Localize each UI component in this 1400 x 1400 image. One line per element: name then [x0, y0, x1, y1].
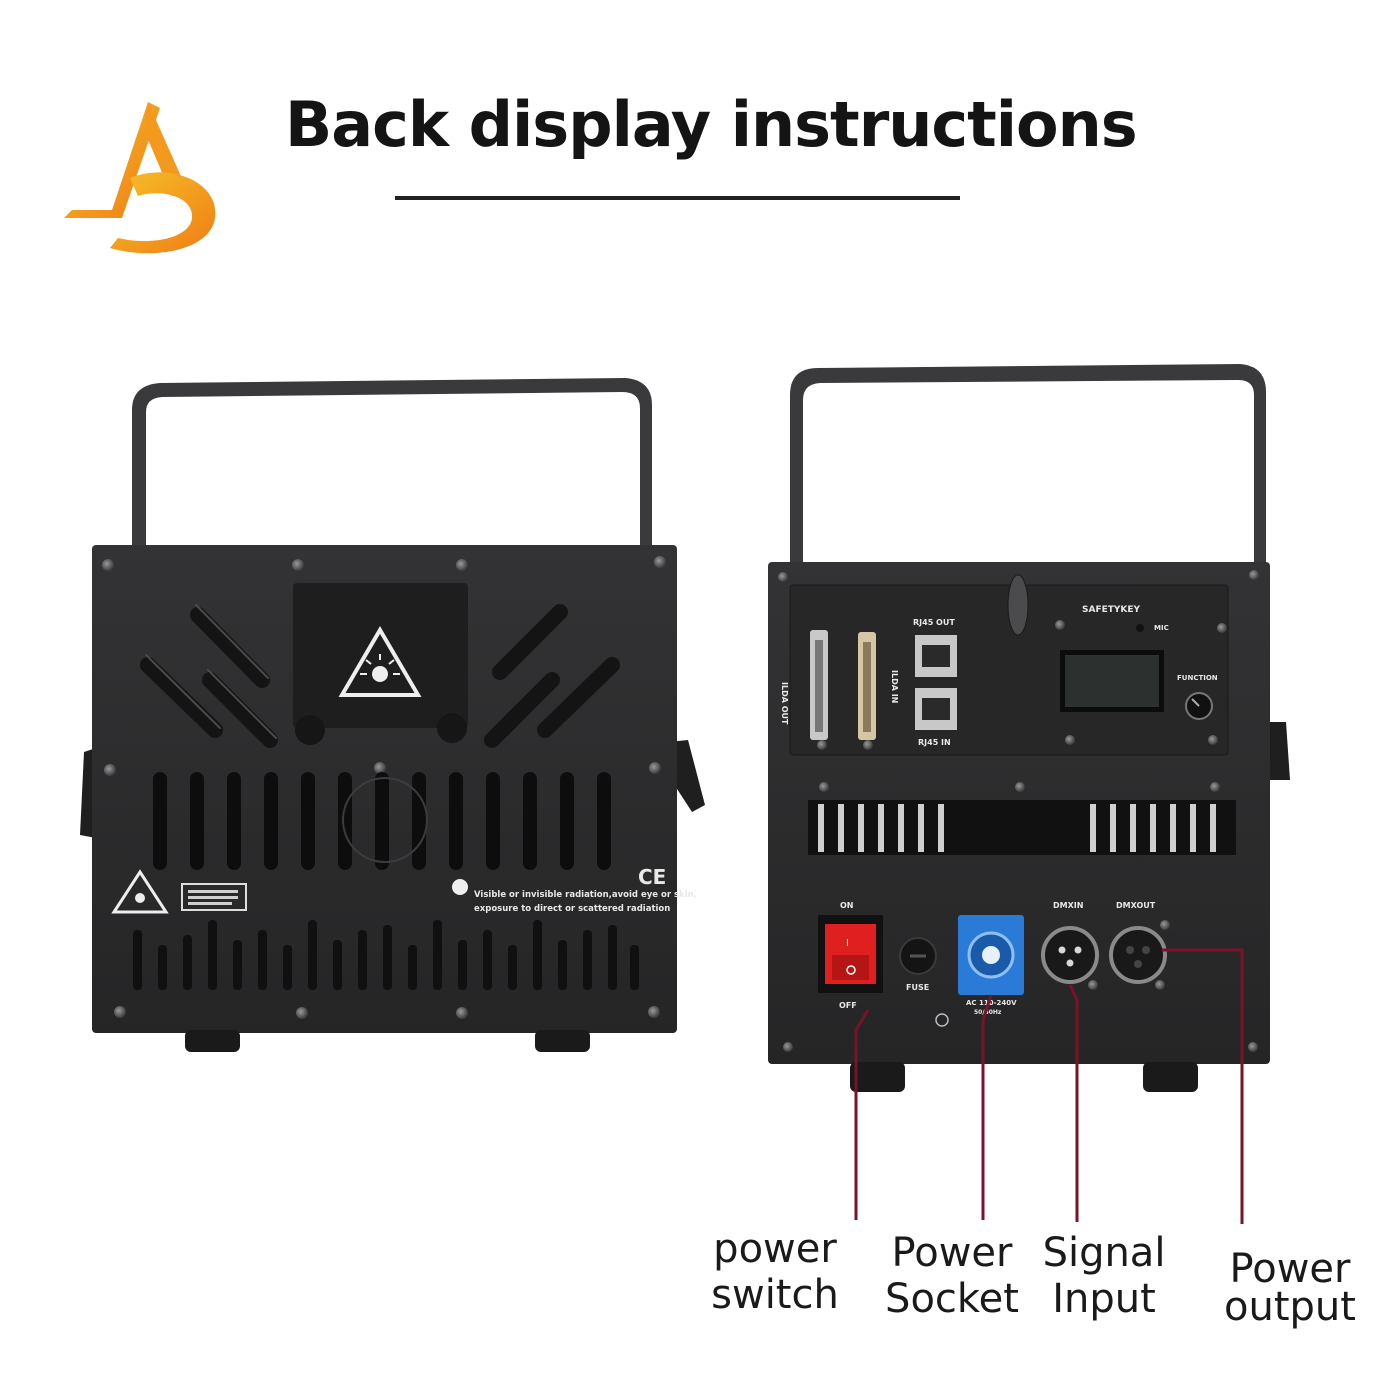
switch-on-label: ON	[840, 901, 854, 910]
front-diagonal-vents-left	[140, 607, 278, 748]
callout-power-switch-line2: switch	[711, 1272, 839, 1318]
front-foot-right	[535, 1030, 590, 1052]
rear-fan-fins	[818, 804, 1216, 852]
callout-lines	[854, 948, 1244, 1224]
rj45-in-label: RJ45 IN	[918, 738, 951, 747]
callout-power-switch: power switch	[700, 1226, 850, 1318]
callout-line-power-output	[1162, 948, 1244, 1224]
dmx-out-port[interactable]	[1109, 926, 1167, 984]
rj45-out-label: RJ45 OUT	[913, 618, 955, 627]
function-label: FUNCTION	[1177, 674, 1218, 682]
svg-text:I: I	[846, 938, 849, 949]
front-warning-line2: exposure to direct or scattered radiatio…	[474, 904, 670, 914]
title-underline	[395, 196, 960, 200]
rear-screws	[778, 570, 1259, 1052]
switch-off-label: OFF	[839, 1001, 857, 1010]
ilda-out-label: ILDA OUT	[780, 682, 789, 725]
rear-foot-left	[850, 1062, 905, 1092]
dmx-in-port[interactable]	[1041, 926, 1099, 984]
page-title: Back display instructions	[285, 88, 1138, 161]
callout-power-socket-line1: Power	[891, 1230, 1013, 1276]
dmx-in-label: DMXIN	[1053, 901, 1083, 910]
callout-power-switch-line1: power	[713, 1226, 837, 1272]
fuse-label: FUSE	[906, 983, 929, 992]
callout-line-power-socket	[981, 994, 993, 1220]
mic-hole	[1136, 624, 1144, 632]
callout-line-power-switch	[854, 1009, 870, 1220]
laser-warning-icon	[338, 626, 422, 697]
dmx-out-label: DMXOUT	[1116, 901, 1156, 910]
callout-signal-input-line1: Signal	[1042, 1230, 1166, 1276]
ce-mark: CE	[638, 865, 666, 889]
callout-power-socket: Power Socket	[872, 1230, 1032, 1322]
callout-power-output-line2: output	[1224, 1284, 1356, 1330]
control-plate	[789, 584, 1229, 756]
front-diagonal-vents-right	[484, 604, 620, 748]
front-right-bracket	[668, 740, 705, 812]
safety-key[interactable]	[1007, 574, 1029, 636]
callout-power-socket-line2: Socket	[885, 1276, 1019, 1322]
safetykey-label: SAFETYKEY	[1082, 605, 1141, 615]
front-foot-left	[185, 1030, 240, 1052]
ilda-in-label: ILDA IN	[890, 670, 899, 703]
front-class-label	[181, 883, 247, 911]
mic-label: MIC	[1154, 624, 1169, 632]
callout-power-output: Power output	[1210, 1246, 1370, 1330]
rear-right-bracket	[1268, 722, 1290, 780]
front-vent-slots-upper	[153, 772, 611, 870]
socket-spec-line2: 50/60Hz	[974, 1009, 1002, 1016]
socket-spec-line1: AC 110-240V	[966, 999, 1017, 1007]
rear-handle	[790, 364, 1266, 565]
front-vent-slots-lower	[133, 920, 639, 990]
callout-signal-input-line2: Input	[1052, 1276, 1156, 1322]
rear-view-device: SAFETYKEY MIC FUNCTION ILDA OUT ILDA IN …	[768, 364, 1290, 1092]
callout-power-output-line1: Power	[1229, 1246, 1351, 1292]
brand-logo	[64, 102, 216, 254]
front-label-warning-icon	[111, 869, 169, 914]
front-handle	[132, 378, 652, 548]
rear-foot-right	[1143, 1062, 1198, 1092]
front-view-device: Visible or invisible radiation,avoid eye…	[80, 378, 705, 1052]
front-warning-line1: Visible or invisible radiation,avoid eye…	[474, 890, 697, 900]
callout-signal-input: Signal Input	[1034, 1230, 1174, 1322]
front-screws	[102, 556, 666, 1019]
callout-line-signal-input	[1068, 984, 1079, 1222]
